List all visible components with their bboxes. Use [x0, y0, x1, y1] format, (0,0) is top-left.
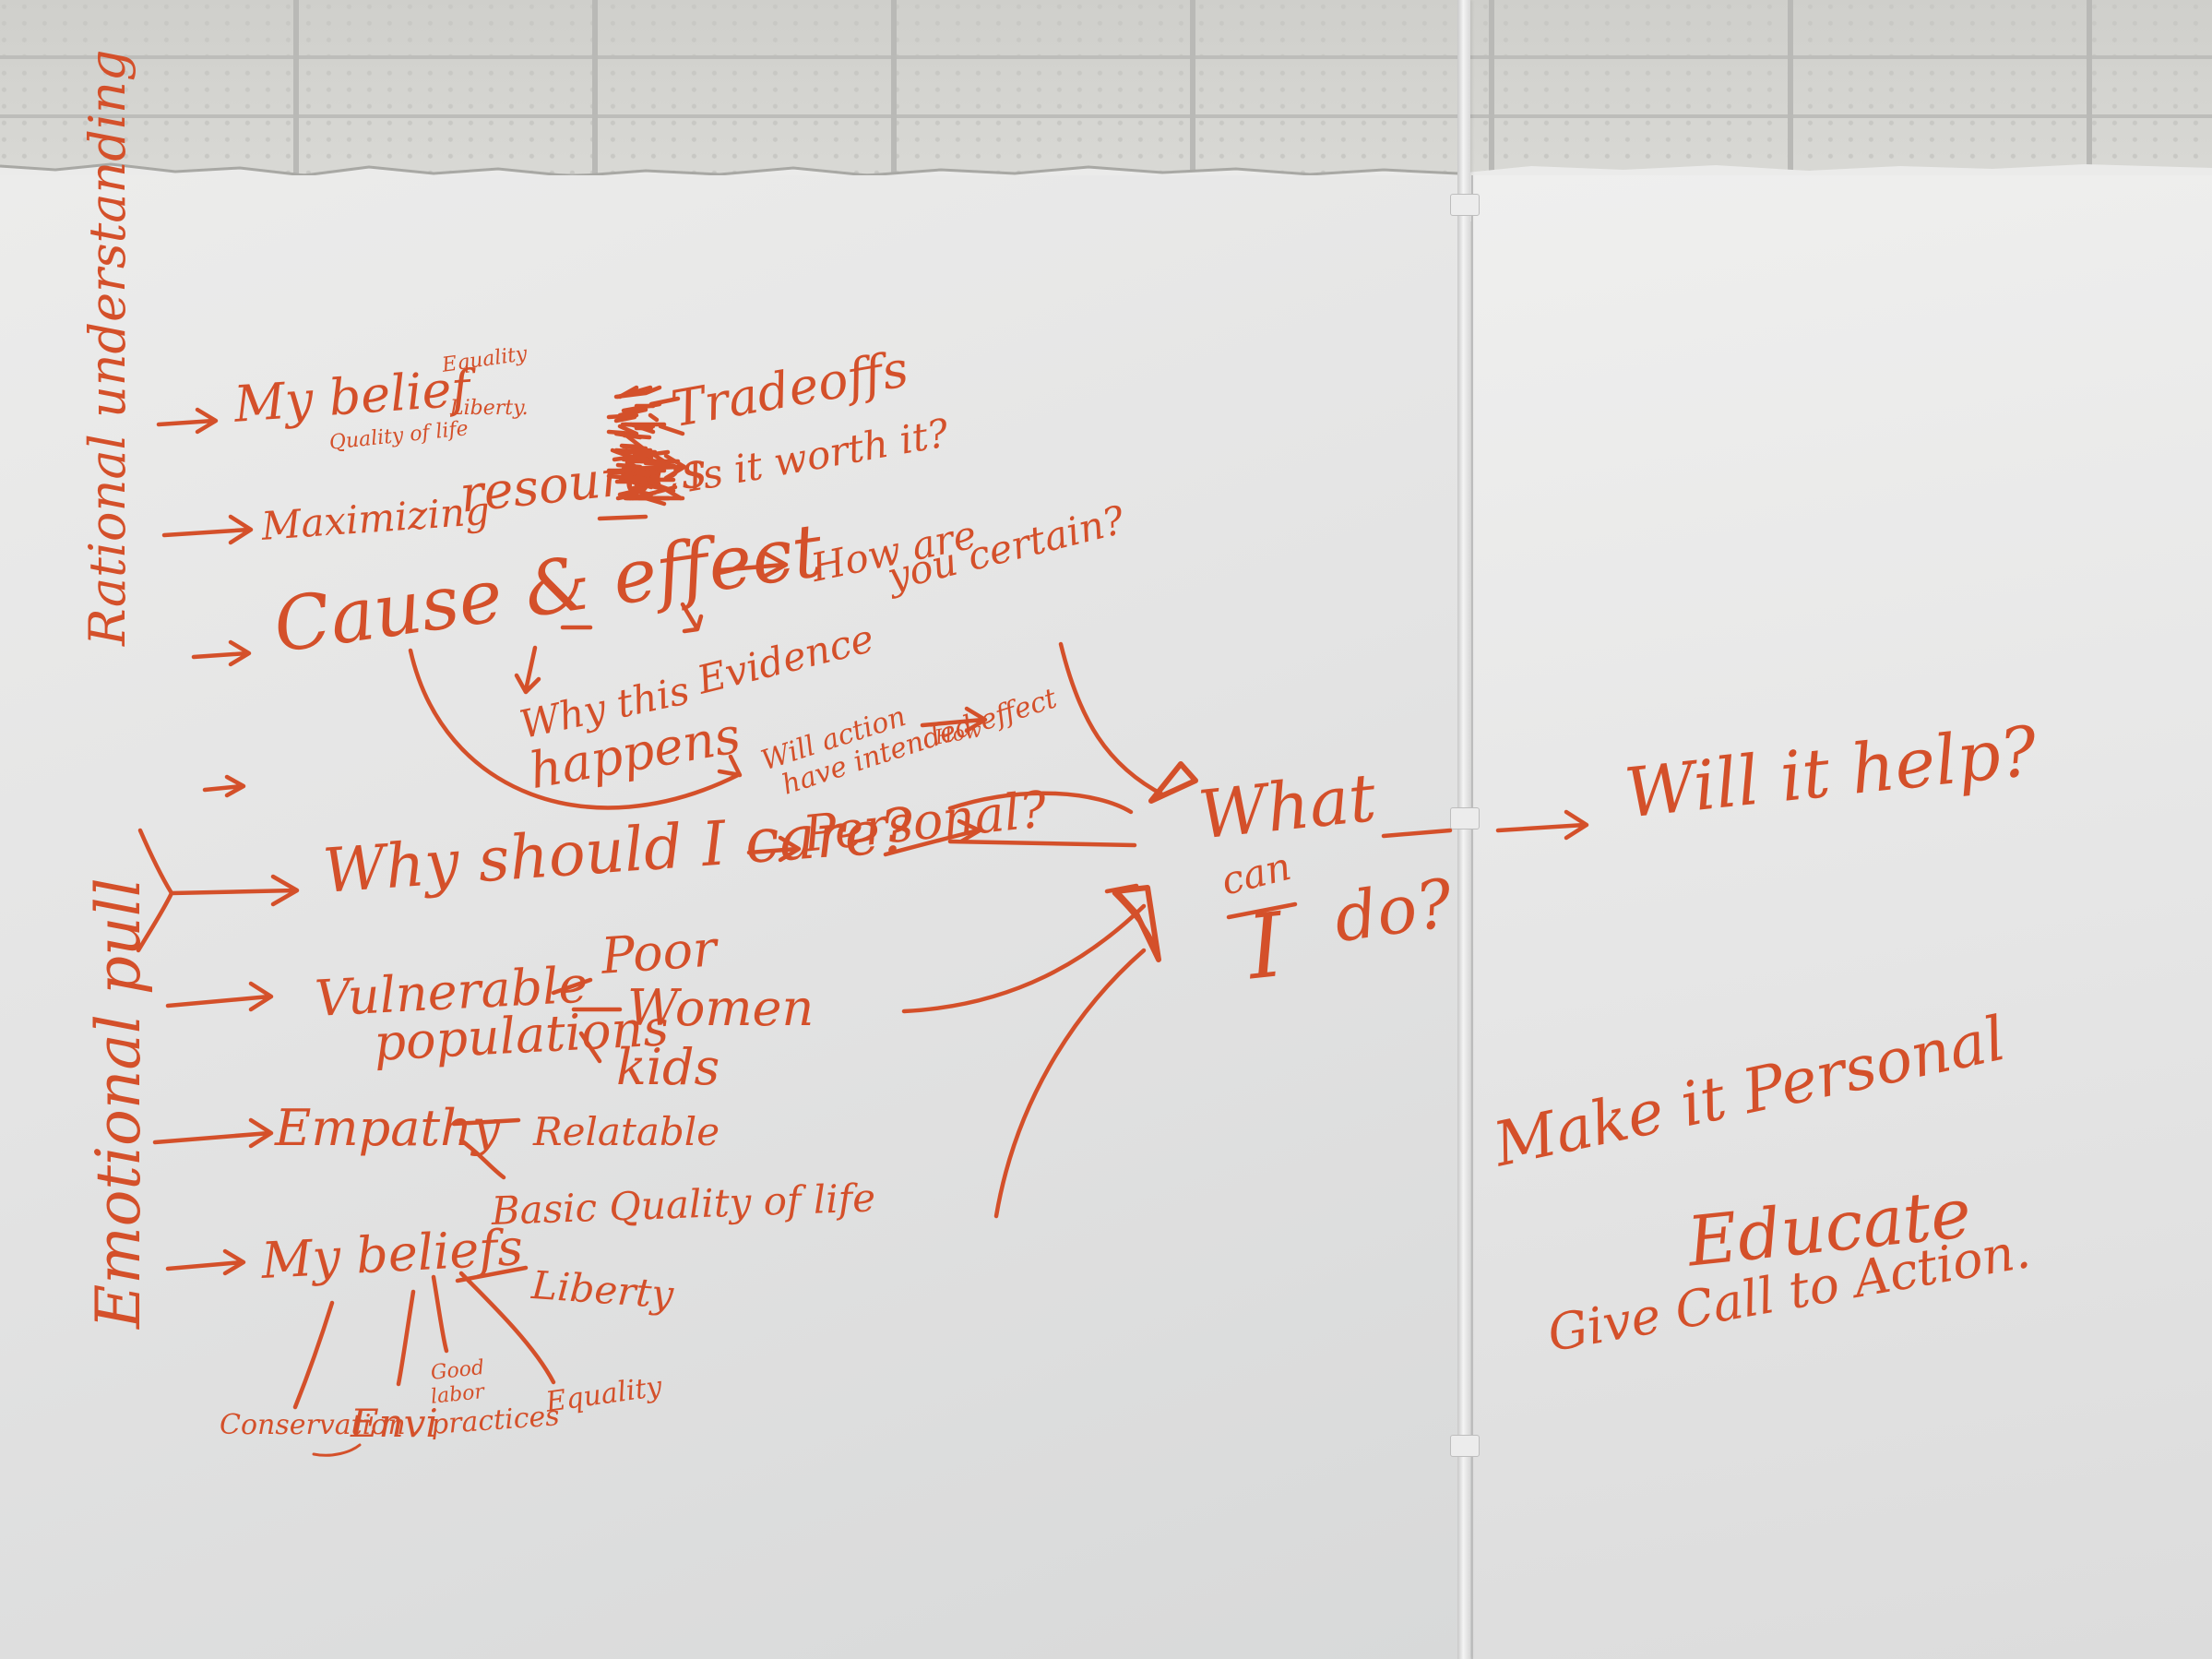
label-my-beliefs: My beliefs — [259, 1218, 525, 1290]
goal-arrows — [1226, 809, 1589, 920]
label-relatable: Relatable — [533, 1109, 720, 1154]
cause-effect-arrows — [408, 448, 988, 857]
label-women: Women — [627, 979, 815, 1037]
label-what: What — [1195, 758, 1380, 854]
emotional-connectors — [292, 977, 623, 1457]
label-poor: Poor — [599, 919, 719, 985]
cinder-block-wall — [0, 0, 2212, 185]
wall-conduit-pipe — [1457, 0, 1470, 1659]
axis-rational-understanding: Rational understanding — [78, 49, 137, 646]
conduit-clip — [1450, 1435, 1480, 1457]
conduit-clip — [1450, 194, 1480, 216]
conduit-clip — [1450, 807, 1480, 830]
label-empathy: Empathy — [275, 1099, 501, 1157]
label-emotional-liberty: Liberty — [529, 1262, 675, 1318]
label-kids: kids — [616, 1038, 720, 1096]
axis-emotional-pull: Emotional pull — [83, 877, 154, 1329]
label-envi: Envi — [351, 1401, 438, 1446]
label-liberty: Liberty. — [450, 397, 529, 420]
label-conservation: Conservation — [220, 1409, 406, 1441]
why-care-arrows — [746, 641, 1198, 1219]
whiteboard-left-panel — [0, 175, 1462, 1659]
left-branch-arrows — [152, 407, 274, 1276]
label-labor: labor — [429, 1379, 486, 1409]
rational-emotional-fork — [136, 828, 300, 953]
label-do: do? — [1329, 864, 1457, 958]
whiteboard-right-panel — [1471, 175, 2212, 1659]
